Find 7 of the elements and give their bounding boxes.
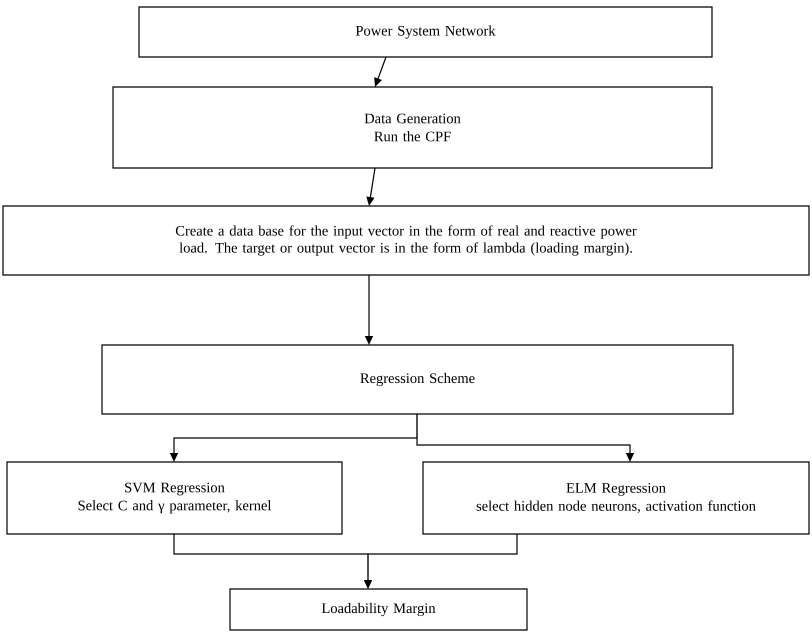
process-box: SVM Regression Select C and γ parameter, kernel xyxy=(6,461,343,535)
process-box: Create a data base for the input vector in the form of real and reactive power load. The target or output vector is in the form of lambda (loading margin). xyxy=(2,205,810,276)
process-box: ELM Regression select hidden node neurons, activation function xyxy=(422,461,810,535)
process-box: Regression Scheme xyxy=(101,344,734,415)
process-box: Power System Network xyxy=(138,6,713,58)
process-box: Loadability Margin xyxy=(229,588,528,631)
process-box: Data Generation Run the CPF xyxy=(112,86,713,169)
